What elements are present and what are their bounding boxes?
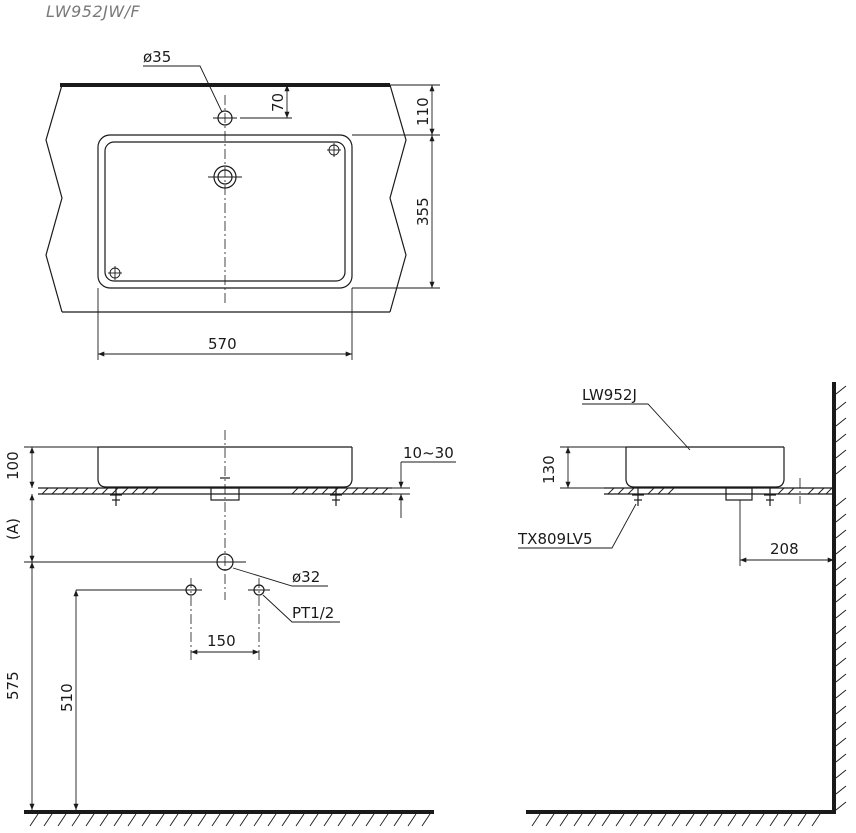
bowl-depth-label: 355 — [414, 197, 432, 226]
side-model-label: LW952J — [582, 386, 637, 404]
supply-spacing-label: 150 — [207, 632, 236, 650]
side-basin-height-label: 130 — [540, 455, 558, 484]
wall-distance-label: 208 — [770, 540, 799, 558]
fixing-mark-top-right — [327, 143, 341, 157]
side-floor-hatch — [531, 813, 821, 827]
fixing-kit-label: TX809LV5 — [517, 530, 593, 548]
counter-height-label: (A) — [4, 518, 22, 540]
front-view: 100 (A) ø32 PT1/2 150 575 510 10~30 — [4, 430, 456, 827]
front-drain-outlet — [216, 553, 234, 571]
fixing-mark-bottom-left — [108, 266, 122, 280]
bowl-width-label: 570 — [208, 335, 237, 353]
back-edge-to-bowl-label: 110 — [414, 97, 432, 126]
side-fixing-left — [632, 487, 644, 506]
plan-break-right — [389, 84, 407, 313]
side-drain-body — [725, 487, 753, 501]
plan-break-left — [45, 84, 63, 313]
drain-diameter-label: ø32 — [292, 568, 320, 586]
model-title: LW952JW/F — [46, 2, 141, 21]
supply-height-label: 510 — [58, 683, 76, 712]
front-fixing-right — [330, 487, 342, 506]
counter-thickness-label: 10~30 — [403, 444, 454, 462]
drain-height-label: 575 — [4, 671, 22, 700]
side-basin-profile — [625, 447, 785, 488]
tap-offset-label: 70 — [269, 93, 287, 112]
side-wall-hatch — [835, 385, 847, 811]
supply-thread-label: PT1/2 — [292, 604, 334, 622]
tap-hole-diameter-label: ø35 — [143, 48, 171, 66]
side-view: LW952J 130 TX809LV5 208 — [517, 382, 847, 827]
front-countertop-hatch — [41, 487, 389, 495]
front-floor-hatch — [29, 813, 431, 827]
front-basin-height-label: 100 — [4, 451, 22, 480]
side-fixing-right — [764, 487, 776, 506]
front-fixing-left — [110, 487, 122, 506]
side-countertop-hatch — [607, 487, 833, 495]
plan-view: ø35 70 110 355 570 — [45, 48, 440, 360]
